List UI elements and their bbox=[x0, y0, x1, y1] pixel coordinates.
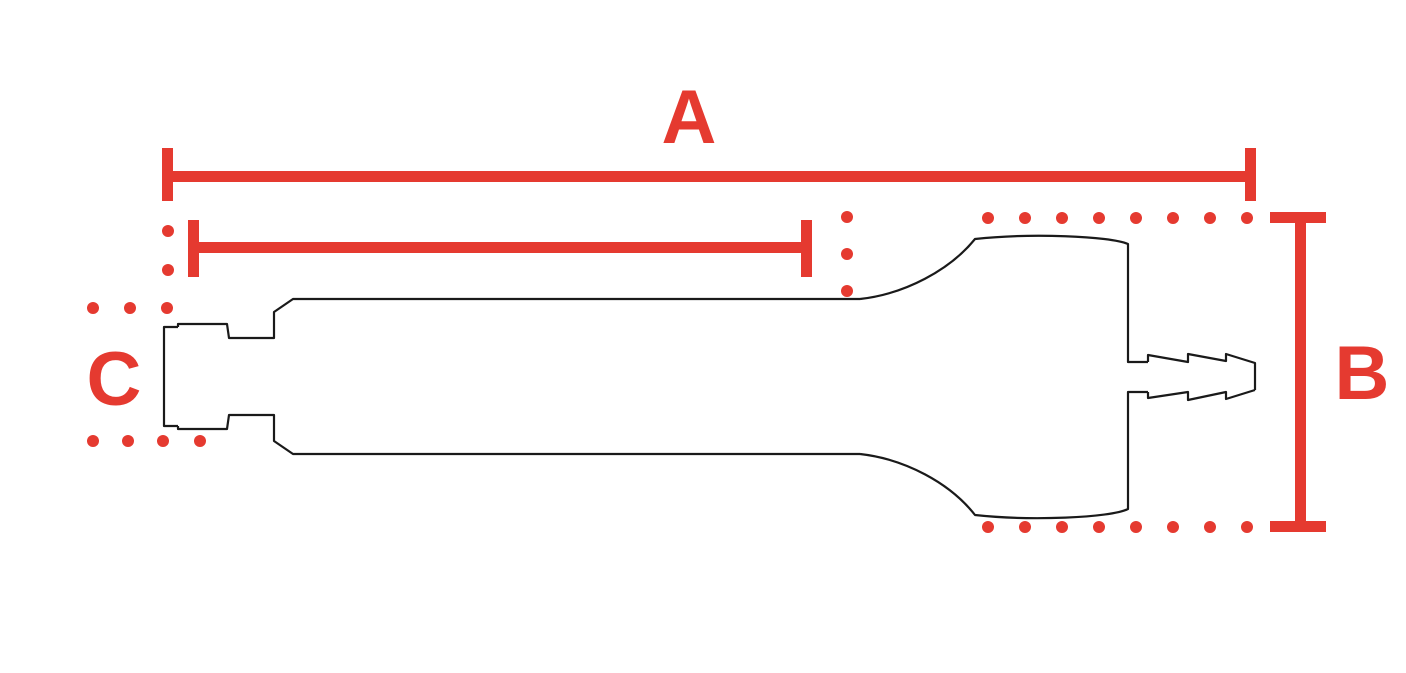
dimension-a-line bbox=[164, 171, 1256, 182]
dot-guide-b-bottom bbox=[1204, 521, 1216, 533]
dimension-b-top-tick bbox=[1270, 212, 1326, 223]
barb-nozzle-top bbox=[1146, 352, 1257, 390]
dot-guide-a-left bbox=[162, 264, 174, 276]
body-length-right-tick bbox=[801, 220, 812, 277]
body-flare-bottom bbox=[859, 390, 1148, 520]
dot-guide-b-bottom bbox=[982, 521, 994, 533]
dot-guide-b-top bbox=[1204, 212, 1216, 224]
dot-guide-c-top bbox=[161, 302, 173, 314]
part-outline bbox=[162, 234, 1257, 520]
dimension-b-bottom-tick bbox=[1270, 521, 1326, 532]
dot-guide-b-top bbox=[1167, 212, 1179, 224]
dimension-b-label: B bbox=[1335, 331, 1390, 416]
body-length-line bbox=[190, 242, 812, 253]
dot-guide-b-bottom bbox=[1167, 521, 1179, 533]
dot-guide-b-bottom bbox=[1241, 521, 1253, 533]
dimension-c-label: C bbox=[87, 337, 142, 422]
left-connector-lower bbox=[176, 413, 860, 456]
dot-guide-b-top bbox=[1093, 212, 1105, 224]
dot-guide-c-bottom bbox=[87, 435, 99, 447]
dot-guide-a-left bbox=[162, 225, 174, 237]
dot-guide-body-right bbox=[841, 248, 853, 260]
dot-guide-b-bottom bbox=[1056, 521, 1068, 533]
dot-guide-c-top bbox=[87, 302, 99, 314]
dimension-a bbox=[162, 148, 1256, 201]
left-connector-outline bbox=[162, 325, 178, 428]
left-connector-upper bbox=[176, 297, 860, 340]
dot-guide-body-right bbox=[841, 285, 853, 297]
dot-guide-b-top bbox=[1019, 212, 1031, 224]
dot-guide-c-top bbox=[124, 302, 136, 314]
dot-guide-b-bottom bbox=[1130, 521, 1142, 533]
dotted-guides bbox=[87, 211, 1253, 533]
dimension-body-length bbox=[188, 220, 812, 277]
dot-guide-body-right bbox=[841, 211, 853, 223]
dot-guide-b-top bbox=[1056, 212, 1068, 224]
body-flare-top bbox=[859, 234, 1148, 364]
dot-guide-b-bottom bbox=[1093, 521, 1105, 533]
dot-guide-c-bottom bbox=[194, 435, 206, 447]
dot-guide-b-top bbox=[1130, 212, 1142, 224]
dot-guide-c-bottom bbox=[122, 435, 134, 447]
dot-guide-b-top bbox=[982, 212, 994, 224]
dimension-b-line bbox=[1295, 214, 1306, 532]
dimension-a-label: A bbox=[662, 75, 717, 160]
dimension-a-right-tick bbox=[1245, 148, 1256, 201]
dot-guide-b-top bbox=[1241, 212, 1253, 224]
body-length-left-tick bbox=[188, 220, 199, 277]
dot-guide-b-bottom bbox=[1019, 521, 1031, 533]
dimension-a-left-tick bbox=[162, 148, 173, 201]
barb-nozzle-bottom bbox=[1146, 388, 1256, 402]
dot-guide-c-bottom bbox=[157, 435, 169, 447]
dimension-b bbox=[1270, 212, 1326, 532]
